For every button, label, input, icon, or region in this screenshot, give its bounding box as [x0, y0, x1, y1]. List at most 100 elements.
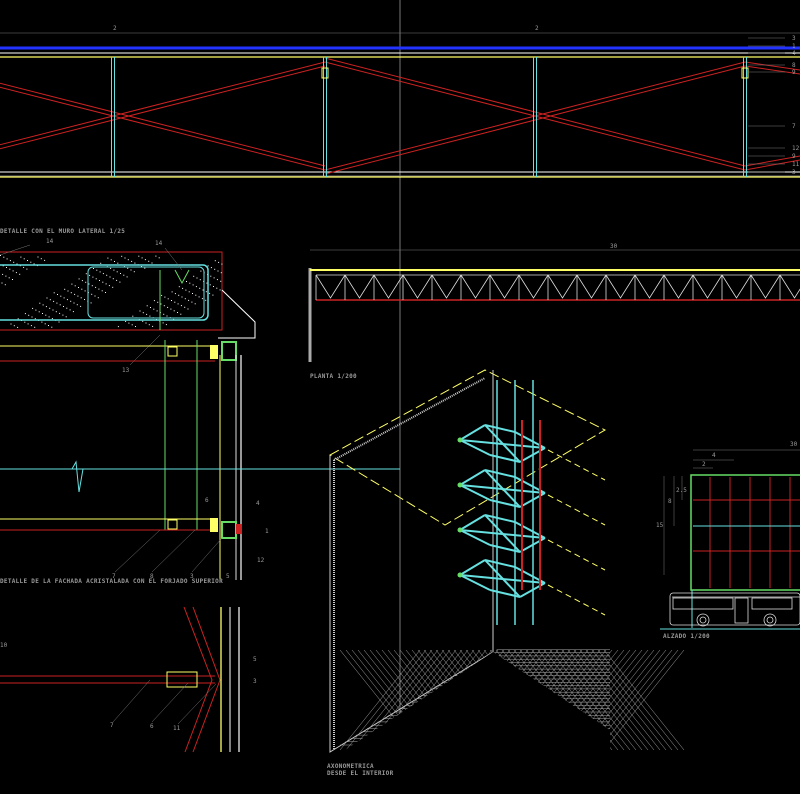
- dim-label: 2: [535, 25, 539, 32]
- concrete-dot: [214, 260, 216, 262]
- concrete-dot: [53, 292, 55, 294]
- truss-member: [484, 424, 516, 433]
- concrete-dot: [89, 274, 91, 276]
- concrete-dot: [171, 300, 172, 301]
- post-cap: [321, 67, 329, 79]
- concrete-dot: [41, 321, 43, 323]
- concrete-dot: [71, 283, 73, 285]
- brace-line: [744, 155, 800, 167]
- concrete-dot: [80, 297, 82, 299]
- concrete-dot: [112, 286, 114, 288]
- concrete-dot: [64, 288, 66, 290]
- truss-member: [484, 559, 516, 568]
- concrete-dot: [119, 281, 121, 283]
- concrete-dot: [188, 291, 190, 293]
- concrete-dot: [165, 324, 167, 326]
- concrete-dot: [52, 309, 54, 311]
- concrete-dot: [48, 325, 49, 326]
- callout: 7: [110, 722, 114, 729]
- truss-member: [459, 484, 491, 501]
- lattice: [634, 274, 665, 299]
- concrete-dot: [62, 314, 64, 316]
- truss-member: [484, 559, 521, 598]
- lattice: [721, 274, 752, 299]
- concrete-dot: [107, 257, 109, 259]
- concrete-dot: [149, 315, 151, 317]
- concrete-dot: [95, 278, 97, 280]
- floor-hatch-line: [549, 649, 631, 751]
- concrete-dot: [81, 288, 83, 290]
- concrete-dot: [6, 258, 8, 260]
- concrete-dot: [153, 308, 155, 310]
- concrete-dot: [56, 302, 58, 304]
- concrete-dot: [30, 261, 32, 263]
- concrete-dot: [9, 260, 11, 262]
- concrete-dot: [125, 320, 127, 322]
- concrete-dot: [196, 277, 198, 279]
- concrete-dot: [178, 294, 180, 296]
- lattice: [663, 274, 694, 299]
- concrete-dot: [174, 293, 176, 295]
- concrete-dot: [221, 263, 223, 265]
- callout: 7: [112, 573, 116, 580]
- concrete-dot: [106, 274, 108, 276]
- concrete-dot: [116, 279, 118, 281]
- concrete-dot: [220, 272, 222, 274]
- lattice: [431, 274, 462, 299]
- concrete-dot: [153, 300, 155, 302]
- concrete-dot: [156, 310, 158, 312]
- concrete-dot: [144, 267, 146, 269]
- concrete-dot: [181, 296, 183, 298]
- truss-member: [484, 424, 521, 463]
- truss-member: [484, 514, 516, 523]
- concrete-dot: [4, 284, 6, 286]
- concrete-dot: [206, 282, 208, 284]
- concrete-dot: [16, 263, 18, 265]
- callout: 9: [792, 153, 796, 160]
- concrete-dot: [27, 323, 29, 325]
- concrete-dot: [146, 313, 148, 315]
- concrete-dot: [3, 256, 5, 258]
- callout: 6: [150, 723, 154, 730]
- concrete-dot: [121, 255, 123, 257]
- concrete-dot: [27, 260, 28, 261]
- concrete-dot: [12, 279, 13, 280]
- dim-label: 4: [712, 452, 716, 459]
- brace-line: [324, 61, 746, 171]
- callout: 10: [0, 642, 8, 649]
- concrete-dot: [65, 316, 67, 318]
- facade-elevation: 30 4 2 2.5 8 15 ALZADO 1/200: [656, 441, 800, 640]
- callout: 14: [46, 238, 54, 245]
- detail-title: DETALLE DE LA FACHADA ACRISTALADA CON EL…: [0, 578, 223, 585]
- concrete-dot: [92, 276, 94, 278]
- lattice: [315, 274, 346, 299]
- concrete-dot: [127, 267, 129, 269]
- concrete-dot: [102, 281, 104, 283]
- concrete-dot: [158, 257, 160, 259]
- lattice: [518, 274, 549, 299]
- concrete-dot: [167, 306, 169, 308]
- dim-label: 30: [790, 441, 798, 448]
- post-cap: [741, 67, 749, 79]
- concrete-dot: [142, 312, 144, 314]
- floor-hatch-line: [543, 649, 625, 751]
- concrete-dot: [26, 268, 28, 270]
- concrete-dot: [133, 271, 135, 273]
- callout: 4: [256, 500, 260, 507]
- concrete-dot: [2, 265, 4, 267]
- concrete-dot: [74, 293, 76, 295]
- concrete-dot: [146, 305, 148, 307]
- concrete-dot: [110, 259, 112, 261]
- concrete-dot: [180, 305, 182, 307]
- concrete-dot: [34, 318, 36, 320]
- concrete-dot: [195, 286, 197, 288]
- lattice: [692, 274, 723, 299]
- callout: 9: [792, 69, 796, 76]
- axonometric-view: AXONOMETRICA DESDE EL INTERIOR: [327, 369, 685, 794]
- concrete-dot: [73, 302, 75, 304]
- concrete-dot: [192, 284, 194, 286]
- concrete-dot: [31, 316, 33, 318]
- truss-node: [457, 482, 463, 488]
